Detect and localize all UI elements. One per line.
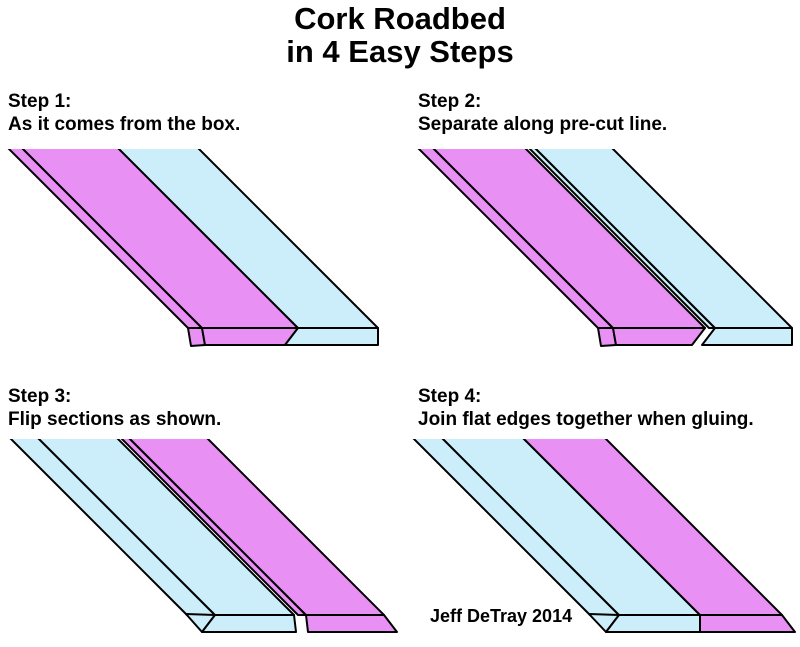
step1-label: Step 1: As it comes from the box. [8,90,240,136]
title-line-2: in 4 Easy Steps [286,34,514,69]
step1-caption: As it comes from the box. [8,114,241,135]
title-line-1: Cork Roadbed [294,1,506,36]
step4-heading: Step 4: [418,386,482,407]
step3-label: Step 3: Flip sections as shown. [8,385,221,431]
step2-blue-front-face [701,327,793,346]
step3-blue-front-face [201,614,297,633]
step2-pink-front-face [612,327,706,346]
step3-pink-front-face [305,614,398,633]
step2-heading: Step 2: [418,91,482,112]
step4-label: Step 4: Join flat edges together when gl… [418,385,754,431]
step2-caption: Separate along pre-cut line. [418,114,668,135]
step4-pink-front-face [699,614,796,633]
step3-heading: Step 3: [8,386,72,407]
step4-caption: Join flat edges together when gluing. [418,409,754,430]
step2-label: Step 2: Separate along pre-cut line. [418,90,667,136]
step3-caption: Flip sections as shown. [8,409,222,430]
step4-blue-front-face [605,614,701,633]
attribution: Jeff DeTray 2014 [430,606,573,626]
step1-blue-front-face [284,327,379,346]
page-title: Cork Roadbed in 4 Easy Steps [0,2,800,68]
step1-heading: Step 1: [8,91,72,112]
step1-pink-front-face [201,327,299,346]
